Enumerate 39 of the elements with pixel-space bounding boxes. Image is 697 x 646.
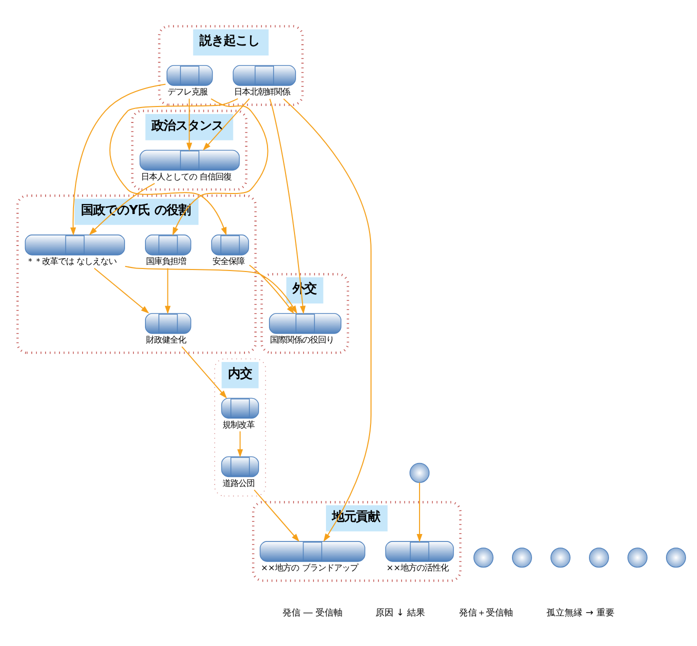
node-label: 規制改革	[222, 418, 254, 429]
arrow	[202, 98, 250, 150]
node-label: ××地方の活性化	[386, 562, 449, 572]
node-circle	[410, 462, 430, 482]
node-circle	[666, 547, 686, 568]
node-circle	[473, 547, 494, 568]
node-circle	[627, 547, 648, 568]
node-label: 安全保障	[212, 256, 244, 266]
arrow	[416, 482, 422, 542]
arrow	[254, 488, 300, 542]
arrow	[109, 98, 238, 235]
arrow	[94, 267, 150, 314]
arrow	[248, 264, 294, 314]
node-label: 日本北朝鮮関係	[234, 86, 290, 96]
arrow	[164, 267, 171, 314]
arrow	[172, 98, 268, 235]
node-circle	[550, 547, 570, 568]
node-label: 道路公団	[222, 477, 254, 488]
node-label: 国庫負担増	[146, 256, 186, 266]
node-circle	[588, 547, 609, 568]
arrow	[186, 98, 192, 150]
arrow	[124, 265, 298, 314]
label: 原因 ↓ 結果	[375, 606, 426, 618]
node-label: 日本人としての 自信回復	[140, 170, 232, 181]
label: 発信 ― 受信軸	[282, 606, 343, 618]
arrow	[70, 83, 166, 236]
node-label: ××地方の ブランドアップ	[260, 562, 358, 572]
node-circle	[512, 547, 532, 568]
node-label: ＊＊改革では なしえない	[26, 256, 117, 266]
arrow	[283, 98, 372, 542]
arrow	[269, 98, 306, 314]
node-label: 国際関係の役回り	[270, 334, 334, 344]
arrow	[89, 182, 156, 235]
arrow	[237, 430, 243, 457]
node-label: デフレ克服	[168, 86, 208, 96]
label: 発信＋受信軸	[458, 606, 513, 618]
label: 孤立無縁 → 重要	[546, 606, 614, 618]
arrow	[181, 346, 227, 398]
node-label: 財政健全化	[146, 334, 186, 344]
